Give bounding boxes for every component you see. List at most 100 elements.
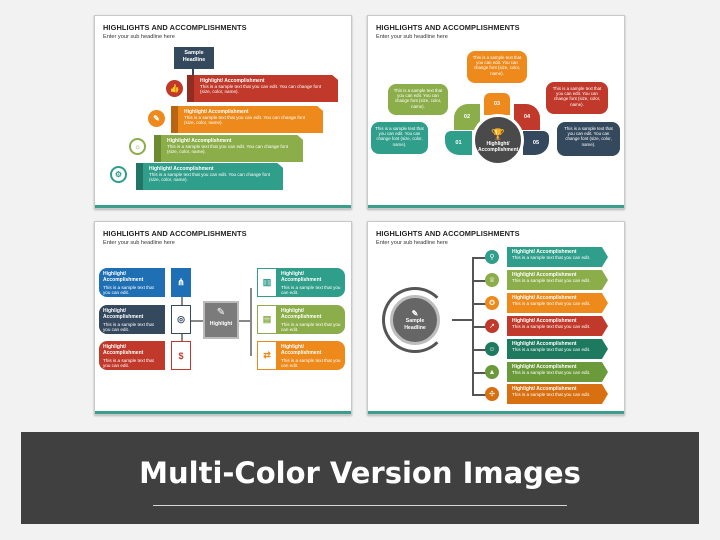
left-card: Highlight/ Accomplishment This is a samp…	[99, 341, 165, 370]
bike-icon: ⚲	[485, 250, 499, 264]
banner-text: This is a sample text that you can edit.…	[149, 172, 271, 183]
bubble-03: This is a sample text that you can edit.…	[467, 51, 527, 83]
slide-subtitle: Enter your sub headline here	[103, 34, 175, 40]
medal-icon: ✪	[485, 296, 499, 310]
mountain-icon: ▲	[485, 365, 499, 379]
slide-subtitle: Enter your sub headline here	[376, 34, 448, 40]
headline-circle: ✎ Sample Headline	[390, 295, 440, 345]
slide-title: HIGHLIGHTS AND ACCOMPLISHMENTS	[376, 23, 520, 32]
pencil-icon: ✎	[148, 110, 165, 127]
banner-tab	[154, 135, 161, 162]
tag-title: Highlight/ Accomplishment	[512, 318, 577, 324]
document-icon: ▤	[257, 305, 277, 334]
tag-text: This is a sample text that you can edit.	[512, 324, 591, 329]
card-title: Highlight/ Accomplishment	[281, 308, 322, 320]
connector-lines	[472, 394, 486, 396]
center-box: ✎ Highlight	[203, 301, 239, 339]
target-icon: ◎	[171, 305, 191, 334]
card-text: This is a sample text that you can edit.	[103, 285, 154, 296]
right-card: Highlight/ Accomplishment This is a samp…	[277, 268, 345, 297]
tag-text: This is a sample text that you can edit.	[512, 301, 591, 306]
card-title: Highlight/ Accomplishment	[281, 271, 322, 283]
network-icon: ⋔	[171, 268, 191, 297]
trophy-icon: ♕	[485, 273, 499, 287]
banner-item: Highlight/ Accomplishment This is a samp…	[161, 135, 303, 162]
tag-title: Highlight/ Accomplishment	[512, 364, 577, 370]
left-card: Highlight/ Accomplishment This is a samp…	[99, 268, 165, 297]
bubble-05: This is a sample text that you can edit.…	[557, 122, 620, 156]
center-label: Highlight/ Accomplishment	[478, 140, 519, 153]
handshake-icon: ⇄	[257, 341, 277, 370]
headline-box: Sample Headline	[174, 47, 214, 69]
banner-text: This is a sample text that you can edit.…	[167, 144, 289, 155]
slide-title: HIGHLIGHTS AND ACCOMPLISHMENTS	[376, 229, 520, 238]
ring-arc	[382, 287, 448, 353]
trophy-icon: 🏆	[491, 128, 505, 141]
headline-label: Sample Headline	[404, 318, 426, 331]
center-label: Highlight	[209, 321, 233, 327]
banner-tab	[187, 75, 194, 102]
banner-item: Highlight/ Accomplishment This is a samp…	[143, 163, 283, 190]
slide-thumbnail-2[interactable]: HIGHLIGHTS AND ACCOMPLISHMENTS Enter you…	[367, 15, 625, 209]
footer-divider	[153, 505, 567, 506]
tag-text: This is a sample text that you can edit.	[512, 392, 591, 397]
bubble-02: This is a sample text that you can edit.…	[388, 84, 448, 115]
center-circle: 🏆 Highlight/ Accomplishment	[472, 114, 524, 166]
card-text: This is a sample text that you can edit.	[281, 285, 341, 296]
slide-thumbnail-3[interactable]: HIGHLIGHTS AND ACCOMPLISHMENTS Enter you…	[94, 221, 352, 415]
tag-title: Highlight/ Accomplishment	[512, 249, 577, 255]
wedge-05: 05	[523, 131, 549, 155]
connector-lines	[250, 288, 252, 356]
banner-item: Highlight/ Accomplishment This is a samp…	[194, 75, 338, 102]
group-icon: ✣	[485, 387, 499, 401]
tag-title: Highlight/ Accomplishment	[512, 295, 577, 301]
card-text: This is a sample text that you can edit.	[103, 322, 154, 333]
slide-thumbnail-1[interactable]: HIGHLIGHTS AND ACCOMPLISHMENTS Enter you…	[94, 15, 352, 209]
people-icon: ☺	[485, 342, 499, 356]
tag-text: This is a sample text that you can edit.	[512, 255, 591, 260]
tag-title: Highlight/ Accomplishment	[512, 272, 577, 278]
sun-icon: ☼	[129, 138, 146, 155]
connector-lines	[452, 319, 472, 321]
banner-title: Highlight/ Accomplishment	[200, 78, 265, 84]
wedge-01: 01	[445, 131, 472, 155]
card-text: This is a sample text that you can edit.	[281, 358, 341, 369]
connector-lines	[472, 257, 486, 259]
slide-subtitle: Enter your sub headline here	[376, 240, 448, 246]
card-text: This is a sample text that you can edit.	[281, 322, 341, 333]
connector-lines	[472, 303, 486, 305]
connector-lines	[472, 372, 486, 374]
slide-title: HIGHLIGHTS AND ACCOMPLISHMENTS	[103, 23, 247, 32]
tag-text: This is a sample text that you can edit.	[512, 278, 591, 283]
pencil-icon: ✎	[216, 307, 226, 318]
gear-icon: ⚙	[110, 166, 127, 183]
tag-title: Highlight/ Accomplishment	[512, 341, 577, 347]
tag-text: This is a sample text that you can edit.	[512, 370, 591, 375]
footer-banner: Multi-Color Version Images	[21, 432, 699, 524]
chart-icon: ▥	[257, 268, 277, 297]
card-title: Highlight/ Accomplishment	[281, 344, 322, 356]
banner-title: Highlight/ Accomplishment	[184, 109, 249, 115]
growth-icon: ↗	[485, 319, 499, 333]
right-card: Highlight/ Accomplishment This is a samp…	[277, 341, 345, 370]
tag-text: This is a sample text that you can edit.	[512, 347, 591, 352]
banner-tab	[136, 163, 143, 190]
footer-title: Multi-Color Version Images	[139, 456, 581, 490]
card-text: This is a sample text that you can edit.	[103, 358, 154, 369]
wedge-03: 03	[484, 93, 510, 115]
slide-thumbnail-4[interactable]: HIGHLIGHTS AND ACCOMPLISHMENTS Enter you…	[367, 221, 625, 415]
connector-lines	[472, 349, 486, 351]
banner-text: This is a sample text that you can edit.…	[200, 84, 322, 95]
right-card: Highlight/ Accomplishment This is a samp…	[277, 305, 345, 334]
slide-title: HIGHLIGHTS AND ACCOMPLISHMENTS	[103, 229, 247, 238]
left-card: Highlight/ Accomplishment This is a samp…	[99, 305, 165, 334]
money-icon: $	[171, 341, 191, 370]
card-title: Highlight/ Accomplishment	[103, 344, 144, 356]
pencil-icon: ✎	[411, 309, 419, 318]
